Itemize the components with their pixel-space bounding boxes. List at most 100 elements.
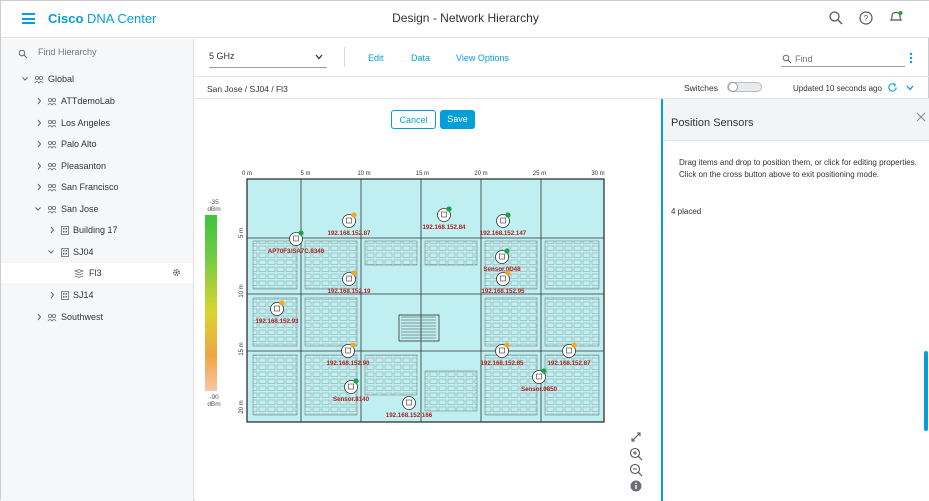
tree-item-label: Global — [48, 74, 75, 84]
data-button[interactable]: Data — [411, 53, 431, 63]
access-point-glyph — [406, 399, 412, 406]
desk-cluster — [364, 240, 418, 266]
desk-cluster — [484, 297, 538, 347]
status-dot — [351, 270, 357, 276]
chevron-right-icon[interactable] — [36, 140, 42, 148]
chevron-right-icon[interactable] — [36, 97, 42, 105]
status-dot — [504, 342, 510, 348]
zoom-out-icon[interactable] — [628, 462, 644, 478]
heat-legend-bar — [205, 215, 217, 391]
access-point-icon — [270, 302, 284, 316]
status-dot — [353, 378, 359, 384]
site-icon — [47, 206, 57, 214]
notifications-icon[interactable] — [888, 10, 904, 26]
desk-cluster — [252, 240, 298, 290]
tree-item-southwest[interactable]: Southwest — [1, 307, 193, 327]
more-options-icon[interactable] — [909, 52, 913, 64]
chevron-down-icon[interactable] — [48, 248, 54, 256]
help-icon[interactable]: ? — [858, 10, 874, 26]
tree-item-sj14[interactable]: SJ14 — [1, 285, 193, 305]
edit-button[interactable]: Edit — [368, 53, 384, 63]
tree-item-attdemolab[interactable]: ATTdemoLab — [1, 91, 193, 111]
access-point: Sensor.8140 — [333, 378, 370, 403]
position-sensors-panel: Position Sensors Drag items and drop to … — [661, 99, 929, 501]
chevron-right-icon[interactable] — [36, 119, 42, 127]
access-point-icon — [495, 250, 509, 264]
device-label: 192.168.152.85 — [480, 360, 524, 367]
svg-text:?: ? — [864, 14, 869, 23]
chevron-down-icon — [315, 54, 323, 60]
site-icon — [47, 141, 57, 149]
chevron-right-icon[interactable] — [36, 162, 42, 170]
search-icon[interactable] — [828, 10, 844, 26]
tree-item-global[interactable]: Global — [1, 69, 193, 89]
cancel-button[interactable]: Cancel — [391, 110, 436, 129]
view-options-button[interactable]: View Options — [456, 53, 509, 63]
hamburger-icon[interactable] — [22, 13, 35, 24]
search-icon — [18, 49, 28, 59]
panel-title: Position Sensors — [671, 117, 754, 129]
find-field[interactable] — [781, 50, 905, 67]
tree-item-sj04[interactable]: SJ04 — [1, 242, 193, 262]
y-tick-label: 15 m — [239, 342, 245, 355]
chevron-right-icon[interactable] — [36, 313, 42, 321]
tree-item-san-jose[interactable]: San Jose — [1, 199, 193, 219]
tree-item-label: Pleasanton — [61, 161, 107, 171]
status-dot — [351, 212, 357, 218]
chevron-right-icon[interactable] — [49, 226, 55, 234]
find-input[interactable] — [795, 52, 900, 65]
floor-base — [246, 178, 605, 423]
info-icon[interactable] — [628, 478, 644, 494]
zoom-in-icon[interactable] — [628, 446, 644, 462]
tree-item-palo-alto[interactable]: Palo Alto — [1, 134, 193, 154]
site-icon — [34, 76, 44, 84]
tree-item-pleasanton[interactable]: Pleasanton — [1, 156, 193, 176]
chevron-right-icon[interactable] — [49, 291, 55, 299]
access-point: 192.168.152.87 — [547, 342, 591, 367]
tree-item-fl3[interactable]: Fl3 — [1, 263, 193, 283]
page-section: Design — [392, 11, 430, 25]
device-label: 192.168.152.93 — [255, 318, 299, 325]
desk-cluster — [252, 354, 298, 416]
panel-scrollbar[interactable] — [924, 351, 928, 431]
fit-icon[interactable] — [628, 429, 644, 445]
chevron-down-icon[interactable] — [35, 205, 41, 213]
building-icon — [61, 248, 69, 257]
save-button[interactable]: Save — [440, 110, 475, 129]
site-icon — [47, 163, 57, 171]
device-label: 192.168.152.166 — [386, 412, 433, 419]
access-point: 192.168.152.93 — [255, 300, 299, 325]
x-tick-label: 20 m — [474, 171, 487, 177]
switches-toggle[interactable] — [727, 82, 762, 92]
band-select[interactable]: 5 GHz — [209, 46, 327, 68]
device-label: 192.168.152.87 — [547, 360, 591, 367]
placed-count: 4 placed — [671, 207, 702, 216]
app-brand[interactable]: Cisco DNA Center — [48, 11, 156, 26]
tree-item-san-francisco[interactable]: San Francisco — [1, 177, 193, 197]
chevron-right-icon[interactable] — [36, 183, 42, 191]
tree-item-los-angeles[interactable]: Los Angeles — [1, 113, 193, 133]
refresh-icon[interactable] — [887, 82, 898, 93]
status-dot — [571, 342, 577, 348]
access-point-glyph — [500, 217, 506, 224]
access-point: Sensor.0D48 — [483, 248, 521, 273]
site-icon — [47, 120, 57, 128]
access-point: 192.168.152.87 — [327, 212, 371, 237]
close-icon[interactable] — [916, 112, 926, 122]
updated-status: Updated 10 seconds ago — [793, 84, 882, 93]
access-point-icon — [342, 214, 356, 228]
tree-item-building-17[interactable]: Building 17 — [1, 220, 193, 240]
status-dot — [505, 270, 511, 276]
chevron-down-icon[interactable] — [22, 75, 28, 83]
toggle-knob — [728, 82, 738, 92]
access-point-glyph — [345, 347, 351, 354]
page-name: Network Hierarchy — [440, 11, 539, 25]
find-hierarchy-input[interactable]: Find Hierarchy — [38, 47, 97, 57]
access-point-icon — [289, 232, 303, 246]
tree-item-label: Los Angeles — [61, 118, 111, 128]
status-dot — [541, 368, 547, 374]
gear-icon[interactable] — [172, 268, 181, 277]
chevron-down-icon[interactable] — [906, 85, 914, 91]
page-title: Design - Network Hierarchy — [1, 11, 929, 25]
